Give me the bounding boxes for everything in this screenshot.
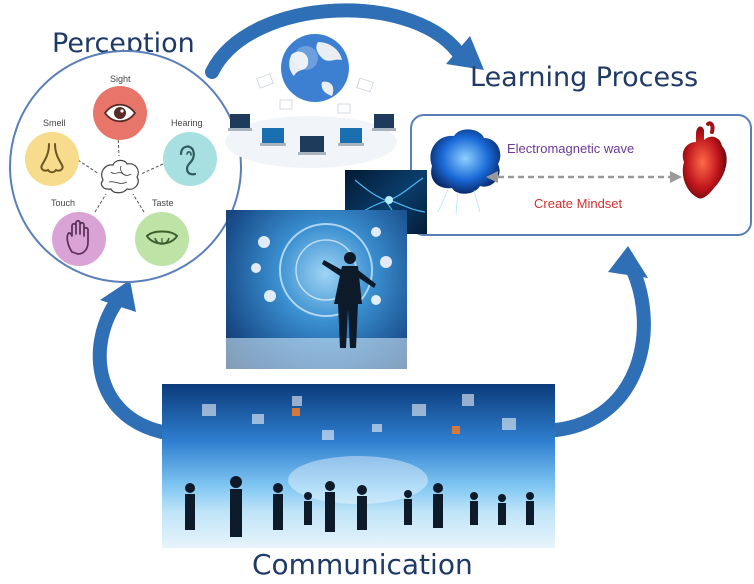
hand-icon	[66, 219, 89, 255]
network-globe-image	[225, 34, 397, 168]
people-silhouettes	[185, 476, 534, 537]
globe-icon	[281, 34, 349, 102]
taste-circle	[135, 212, 189, 266]
virtual-interface-image	[226, 210, 407, 369]
create-mindset-label: Create Mindset	[534, 196, 623, 211]
communication-title: Communication	[252, 548, 473, 581]
communication-crowd-image	[162, 384, 555, 548]
smell-circle	[25, 132, 79, 186]
laptop-icon	[228, 114, 396, 155]
hearing-circle	[163, 132, 217, 186]
brain-icon	[430, 129, 501, 215]
perception-circle: Sight Hearing Smell Touch Taste	[9, 50, 242, 283]
heart-icon	[682, 121, 727, 199]
nose-icon	[40, 143, 64, 174]
learning-process-title: Learning Process	[470, 62, 699, 93]
touch-label: Touch	[51, 198, 76, 208]
ear-icon	[179, 145, 197, 176]
sight-circle	[93, 86, 147, 140]
arrow-perception-to-learning	[205, 3, 469, 79]
electromagnetic-wave-label: Electromagnetic wave	[507, 141, 635, 156]
mouth-icon	[145, 230, 179, 245]
touch-circle	[52, 212, 106, 266]
eye-icon	[103, 103, 137, 123]
taste-label: Taste	[152, 198, 174, 208]
person-silhouette	[322, 252, 376, 348]
sight-label: Sight	[110, 74, 131, 84]
sense-connectors	[77, 134, 164, 213]
brain-icon	[100, 159, 139, 194]
arrow-communication-to-learning	[549, 261, 651, 437]
bidirectional-arrow	[486, 171, 682, 183]
arrow-communication-to-perception	[92, 293, 169, 439]
hearing-label: Hearing	[171, 118, 203, 128]
smell-label: Smell	[43, 118, 66, 128]
